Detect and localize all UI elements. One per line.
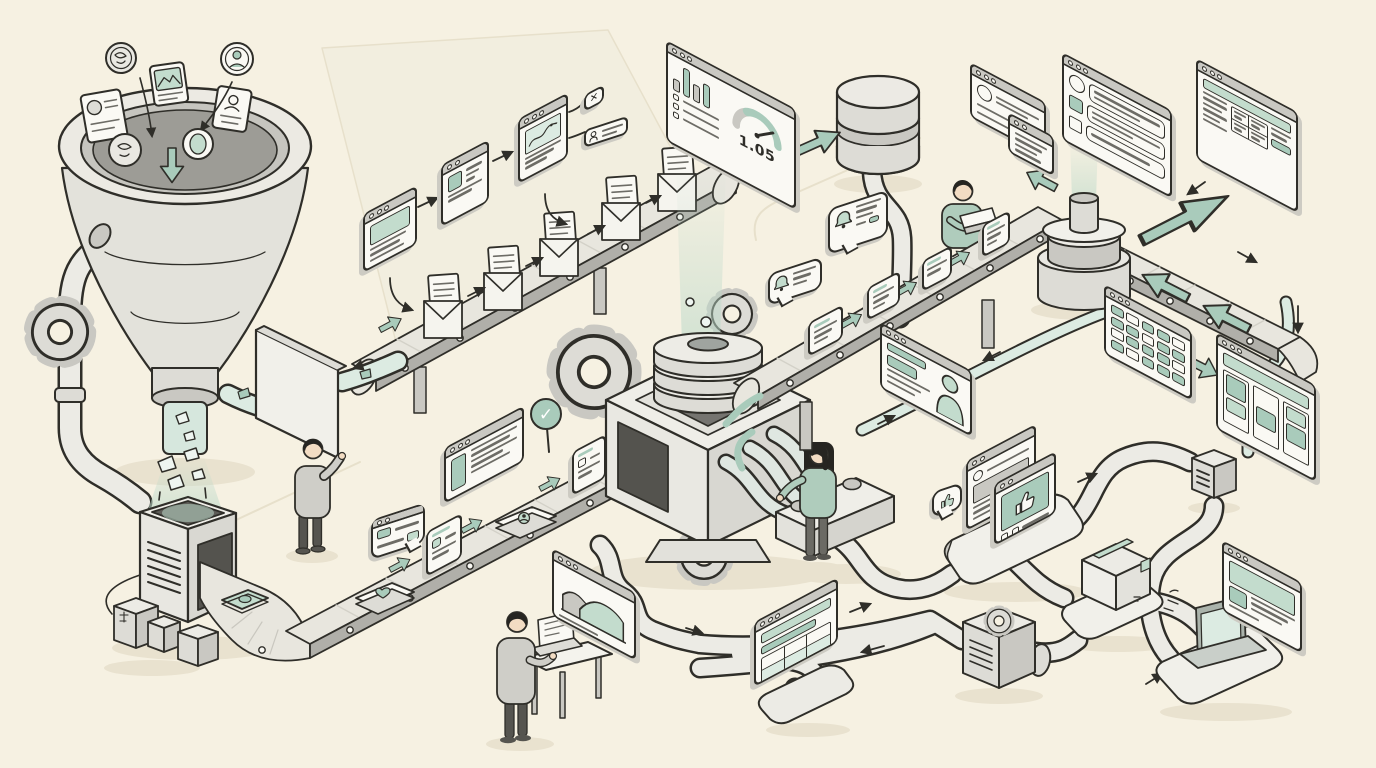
person-icon xyxy=(589,131,598,143)
worker-desk xyxy=(496,611,613,744)
gear-icon xyxy=(24,296,95,367)
database-cylinder xyxy=(835,74,921,176)
avatar xyxy=(1069,71,1085,97)
email-conveyor xyxy=(349,145,741,414)
window-analytics xyxy=(552,548,636,661)
window-profile-detail xyxy=(880,322,972,437)
check-icon: ✓ xyxy=(539,405,553,425)
bubble-like xyxy=(932,482,962,521)
channel-icon xyxy=(1069,93,1083,116)
distribution-hub xyxy=(1020,140,1319,386)
coin-icon xyxy=(105,42,137,74)
contact-card-icon xyxy=(79,88,129,144)
bubble-notification-1 xyxy=(768,256,822,308)
area-chart-icon xyxy=(560,591,627,644)
worker-operator xyxy=(775,442,837,561)
gearbox-machine xyxy=(962,608,1036,689)
window-email-chart xyxy=(518,92,568,184)
profile-card-icon xyxy=(211,85,253,133)
photo-card-icon xyxy=(148,61,190,107)
flow-connectors xyxy=(389,101,586,313)
line-chart-icon xyxy=(525,112,561,156)
check-sign: ✓ xyxy=(530,398,562,453)
card-contact-chip xyxy=(584,115,628,148)
thumbs-up-icon xyxy=(1001,470,1049,533)
worker-pointing xyxy=(294,438,347,555)
segment-column xyxy=(1282,400,1309,467)
enrichment-machine: ✓ xyxy=(530,168,895,580)
package-box xyxy=(1061,538,1164,640)
channel-icon xyxy=(1069,114,1082,135)
close-icon: ✕ xyxy=(589,89,599,106)
laptop-platform xyxy=(1155,589,1284,705)
bell-icon xyxy=(774,275,789,292)
drain-platform xyxy=(757,664,855,725)
segment-column xyxy=(1252,384,1280,451)
panel-score-dashboard: 1.05 xyxy=(666,40,796,211)
badge-card-stack xyxy=(495,506,557,539)
person-icon xyxy=(936,374,964,428)
window-like-post xyxy=(994,451,1056,546)
sticker-tile xyxy=(221,589,269,614)
avatar-token-icon xyxy=(220,42,254,76)
segment-column xyxy=(1223,368,1250,435)
bell-icon xyxy=(835,210,852,229)
gear-icon xyxy=(987,609,1012,634)
heart-card-stack xyxy=(355,582,415,615)
filter-panel xyxy=(217,325,409,460)
gauge-icon xyxy=(732,107,782,152)
bubble-notification-2 xyxy=(828,189,888,255)
valve-cube xyxy=(1191,449,1237,499)
sidebar-block xyxy=(451,452,466,493)
laptop-icon xyxy=(1179,595,1267,669)
lead-funnel xyxy=(24,42,313,510)
output-blocks xyxy=(113,597,219,667)
leads-conveyor xyxy=(199,434,659,662)
